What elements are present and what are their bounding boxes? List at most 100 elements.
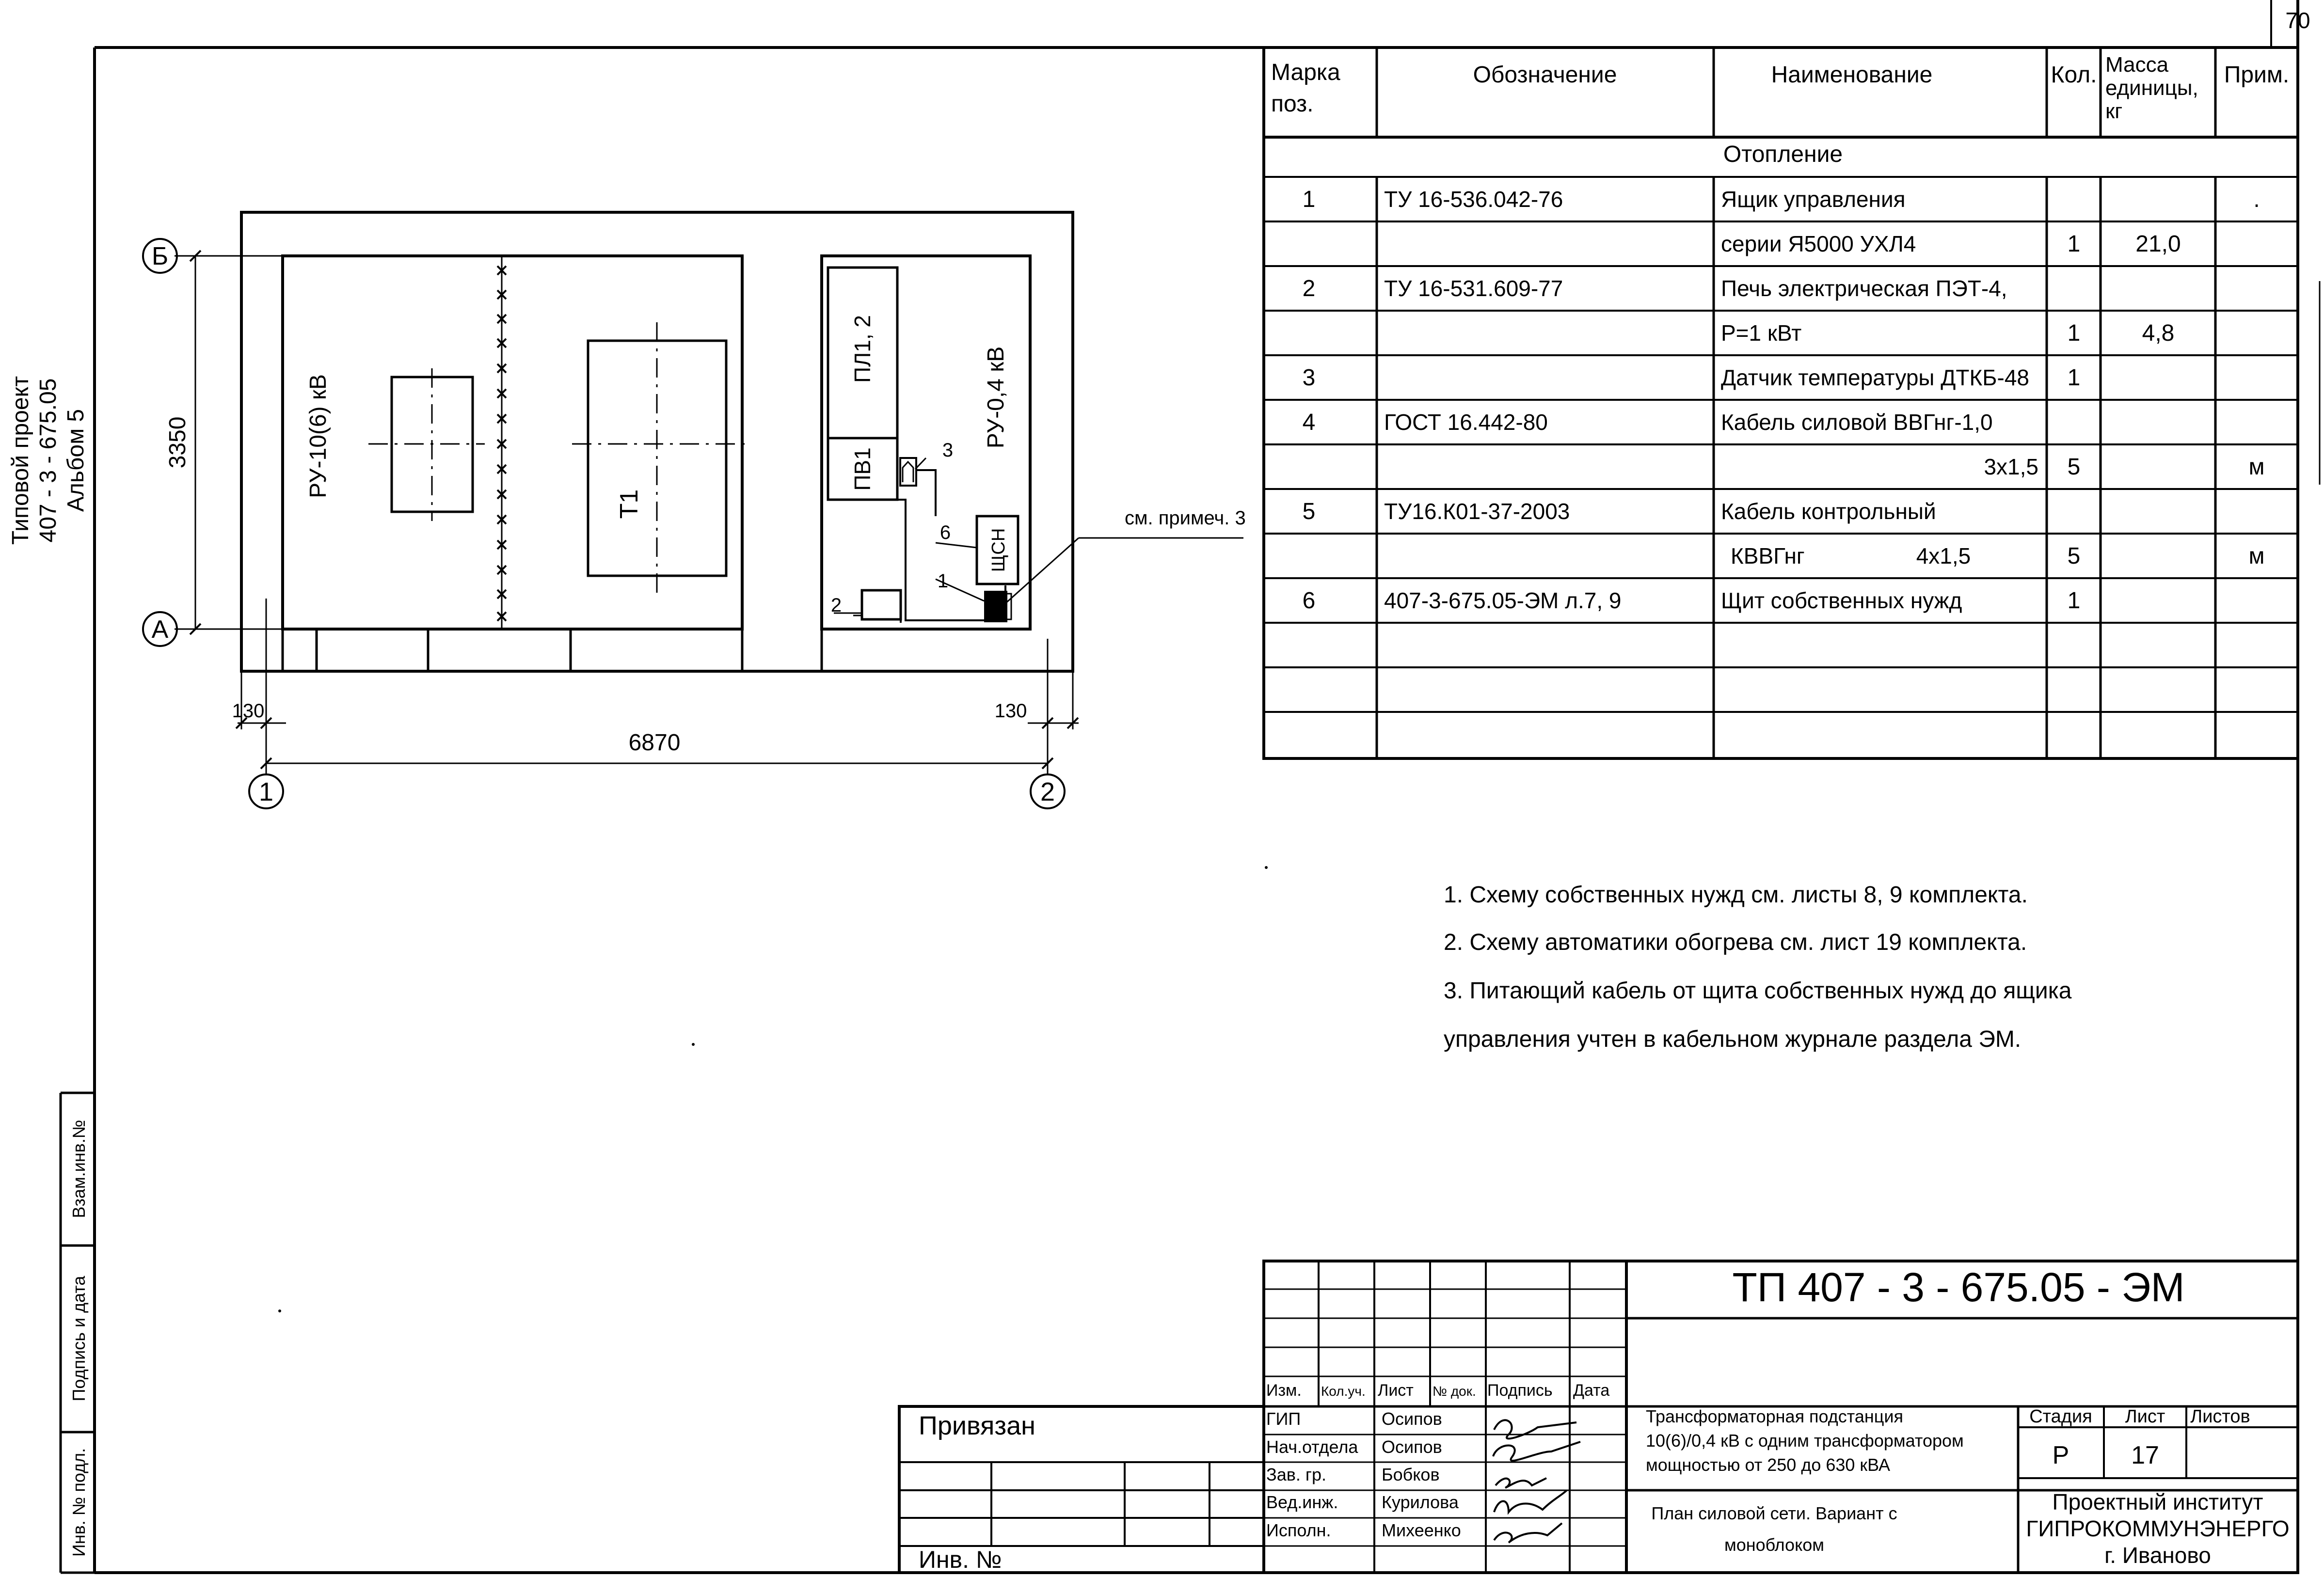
spec-cell-naim: Кабель контрольный: [1721, 499, 1936, 524]
spec-cell-naim: 3х1,5: [1984, 454, 2038, 479]
notes: 1. Схему собственных нужд см. листы 8, 9…: [1444, 882, 2072, 1052]
spec-cell-oboz: ГОСТ 16.442-80: [1384, 410, 1548, 435]
org-line1: Проектный институт: [2053, 1489, 2263, 1514]
note-ref: см. примеч. 3: [1125, 507, 1246, 529]
spec-cell-prim: м: [2249, 454, 2265, 480]
role-gip: ГИП: [1266, 1409, 1301, 1429]
spec-cell-massa: 21,0: [2135, 231, 2181, 257]
lv-room: [820, 254, 1032, 631]
title-block-text: ТП 407 - 3 - 675.05 - ЭМ Изм. Кол.уч. Ли…: [919, 1264, 2290, 1573]
sheet-frame: [93, 0, 2299, 1574]
note-1: 1. Схему собственных нужд см. листы 8, 9…: [1444, 882, 2028, 908]
spec-section-title: Отопление: [1723, 142, 1843, 167]
spec-cell-kol: 1: [2068, 320, 2081, 346]
spec-cell-oboz: 407-3-675.05-ЭМ л.7, 9: [1384, 588, 1622, 613]
hdr-list: Лист: [1378, 1381, 1414, 1400]
privyazan-label: Привязан: [919, 1411, 1035, 1440]
spec-cell-prim: м: [2249, 543, 2265, 569]
sheet-title-line2: моноблоком: [1724, 1535, 1824, 1555]
name-gip: Осипов: [1382, 1409, 1442, 1429]
hdr-podpis: Подпись: [1487, 1381, 1553, 1400]
spec-cell-oboz: ТУ16.К01-37-2003: [1384, 499, 1570, 524]
sheet-number: 70: [2285, 8, 2310, 33]
spec-cell-naim: Кабель силовой ВВГнг-1,0: [1721, 410, 1993, 435]
pv-label: ПВ1: [850, 447, 875, 490]
building-outline: [240, 211, 1074, 673]
spec-cell-mark: 1: [1303, 187, 1316, 212]
stage-header: Стадия: [2029, 1406, 2092, 1427]
spec-cell-naim: Щит собственных нужд: [1721, 588, 1962, 613]
object-line2: 10(6)/0,4 кВ с одним трансформатором: [1646, 1431, 1964, 1451]
signatures: [1492, 1419, 1581, 1544]
spec-cell-prim: .: [2253, 187, 2260, 212]
dim-width: 6870: [629, 730, 681, 756]
name-zav: Бобков: [1382, 1465, 1440, 1484]
hv-room: [281, 254, 744, 631]
spec-cell-kol: 1: [2068, 588, 2081, 614]
signature-ved: [1493, 1489, 1568, 1515]
signature-gip: [1493, 1419, 1577, 1440]
axis-2-label: 2: [1040, 777, 1055, 806]
role-nach: Нач.отдела: [1266, 1437, 1358, 1457]
pos-label-2: 2: [831, 595, 842, 616]
dim-left: 130: [232, 700, 265, 722]
pos-label-6: 6: [940, 522, 951, 543]
name-isp: Михеенко: [1382, 1520, 1461, 1540]
spec-cell-naim: Ящик управления: [1721, 187, 1906, 212]
spec-cell-kol: 1: [2068, 231, 2081, 257]
shsn-cabinet: [975, 515, 1019, 585]
hdr-prim: Прим.: [2224, 62, 2289, 88]
spec-cell-naim: Печь электрическая ПЭТ-4,: [1721, 276, 2007, 301]
spec-cell-naim: Датчик температуры ДТКБ-48: [1721, 365, 2029, 390]
role-ved: Вед.инж.: [1266, 1492, 1338, 1512]
t1-label: Т1: [615, 489, 643, 519]
side-vzam-label: Взам.инв.№: [69, 1120, 89, 1218]
axis-1-label: 1: [259, 777, 273, 806]
spec-cell-kol: 1: [2068, 365, 2081, 391]
doc-code: ТП 407 - 3 - 675.05 - ЭМ: [1732, 1264, 2184, 1310]
side-inv-label: Инв. № подл.: [69, 1448, 89, 1557]
hdr-kol-uch: Кол.уч.: [1321, 1384, 1366, 1399]
pos-label-3: 3: [942, 440, 953, 461]
signature-zav: [1495, 1477, 1547, 1489]
hdr-data: Дата: [1573, 1381, 1609, 1400]
ru-lv-label: РУ-0,4 кВ: [983, 347, 1009, 449]
spec-cell-mark: 3: [1303, 365, 1316, 391]
spec-cell-mark: 2: [1303, 276, 1316, 301]
hdr-ndok: № док.: [1433, 1384, 1476, 1399]
spec-cell-massa: 4,8: [2142, 320, 2175, 346]
object-line3: мощностью от 250 до 630 кВА: [1646, 1455, 1890, 1475]
name-nach: Осипов: [1382, 1437, 1442, 1457]
pl-label: ПЛ1, 2: [850, 315, 875, 383]
scan-dot: [692, 1043, 695, 1046]
control-box-1: [984, 591, 1007, 622]
dim-height: 3350: [165, 417, 191, 469]
note-2: 2. Схему автоматики обогрева см. лист 19…: [1444, 930, 2027, 955]
hdr-oboz: Обозначение: [1473, 62, 1617, 88]
role-zav: Зав. гр.: [1266, 1465, 1326, 1484]
title-block: [898, 1260, 2299, 1574]
spec-cell-oboz: ТУ 16-536.042-76: [1384, 187, 1563, 212]
spec-cell-mark: 6: [1303, 588, 1316, 614]
spec-cell-kol: 5: [2068, 454, 2081, 480]
org-line3: г. Иваново: [2104, 1543, 2211, 1568]
spec-table: [1262, 46, 2299, 760]
hdr-naim: Наименование: [1771, 62, 1933, 88]
side-project-line1: Типовой проект: [8, 376, 33, 545]
side-project-line2: 407 - 3 - 675.05: [35, 379, 61, 543]
hdr-kol: Кол.: [2051, 62, 2097, 88]
org-line2: ГИПРОКОММУНЭНЕРГО: [2026, 1516, 2289, 1541]
signature-isp: [1493, 1522, 1563, 1544]
scan-dot: [278, 1309, 281, 1312]
heater-2: [860, 589, 902, 621]
spec-cell-naim: КВВГнг 4х1,5: [1731, 543, 1971, 568]
sensor-3: [899, 457, 917, 487]
spec-cell-oboz: ТУ 16-531.609-77: [1384, 276, 1563, 301]
floor-plan-labels: Б А 1 2 3350 6870 130 130 РУ-10(6) кВ Т1…: [152, 242, 1246, 806]
shsn-label: ЩСН: [988, 528, 1009, 572]
dim-right: 130: [995, 700, 1027, 722]
listov-header: Листов: [2190, 1406, 2250, 1427]
role-isp: Исполн.: [1266, 1520, 1331, 1540]
floor-plan: [142, 211, 1243, 809]
